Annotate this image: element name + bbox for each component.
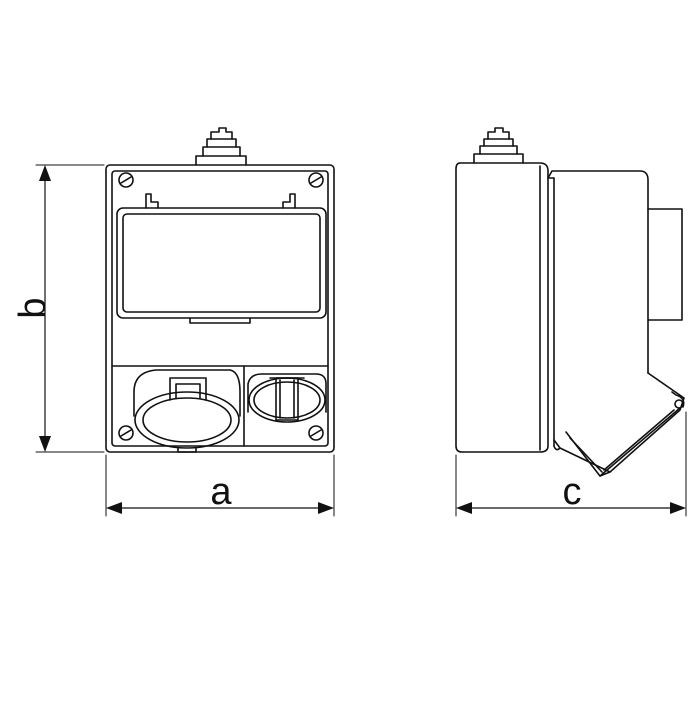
screw-icon — [308, 425, 324, 441]
angled-socket — [553, 372, 685, 477]
cable-gland-side — [473, 127, 524, 164]
arrowhead-icon — [670, 502, 686, 514]
arrowhead-icon — [456, 502, 472, 514]
screw-icon — [118, 425, 134, 441]
window-projection — [647, 208, 683, 321]
side-view: c — [455, 127, 687, 517]
dimension-c: c — [455, 411, 687, 517]
dimension-b: b — [12, 164, 105, 453]
side-body — [455, 162, 549, 453]
arrowhead-icon — [318, 502, 334, 514]
cee-socket — [133, 369, 241, 453]
cable-gland-front — [195, 127, 247, 166]
dimension-label-a: a — [210, 471, 232, 513]
arrowhead-icon — [39, 165, 51, 181]
front-view: b a — [12, 127, 335, 517]
window-cover-outer — [116, 207, 327, 319]
hinge-clip-left — [145, 193, 159, 209]
screw-icon — [308, 172, 324, 188]
housing-outer — [105, 164, 335, 453]
schuko-socket — [247, 373, 327, 423]
dimension-label-c: c — [563, 471, 582, 513]
arrowhead-icon — [39, 436, 51, 452]
housing-inner — [111, 170, 329, 447]
screw-icon — [118, 172, 134, 188]
hinge-clip-right — [282, 193, 296, 209]
window-cover-tab — [189, 317, 251, 324]
side-cover — [547, 170, 649, 374]
dimension-a: a — [105, 454, 335, 517]
window-cover-inner — [122, 213, 321, 313]
dimension-label-b: b — [12, 297, 54, 318]
arrowhead-icon — [106, 502, 122, 514]
